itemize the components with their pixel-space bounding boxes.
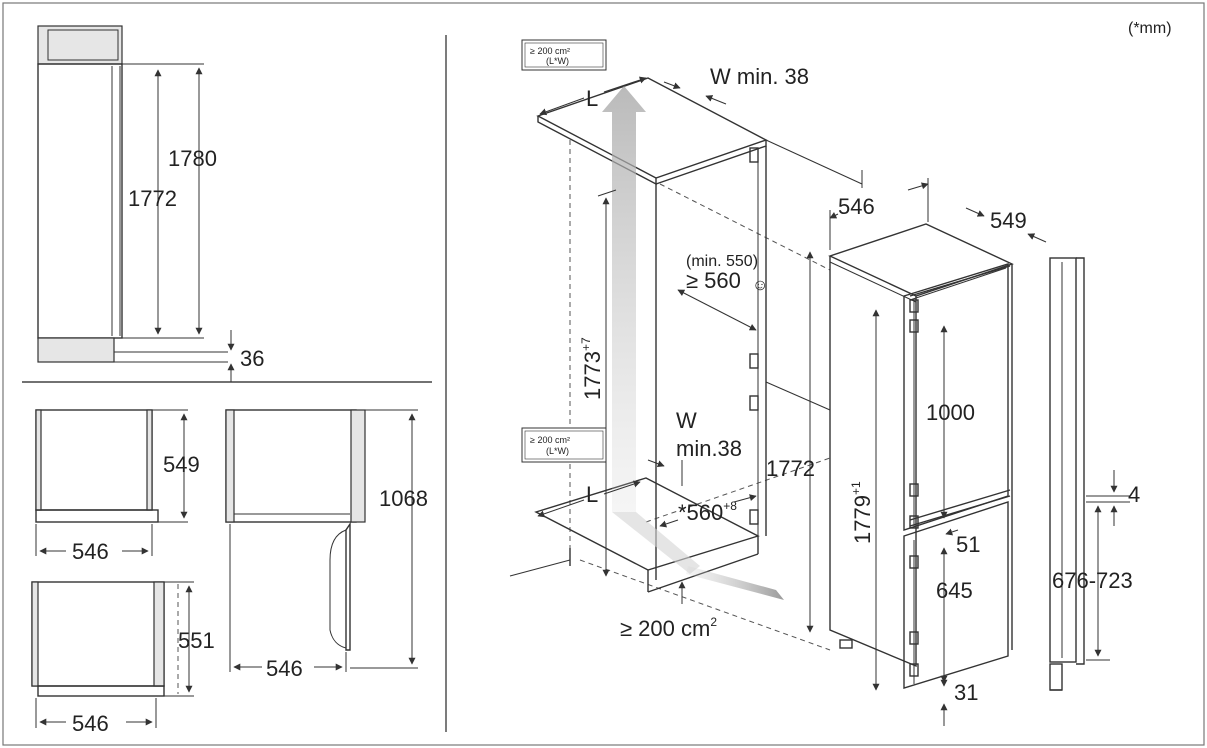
vent-floor: ≥ 200 cm2 — [620, 615, 717, 641]
door-top-gap: 4 — [1128, 482, 1140, 507]
niche-depth: ≥ 560 — [686, 268, 741, 293]
vent-label-top — [521, 39, 607, 71]
top-b-depth: 1068 — [379, 486, 428, 511]
vent-bottom-line2: (L*W) — [546, 446, 569, 456]
side-height-outer: 1780 — [168, 146, 217, 171]
side-plinth: 36 — [240, 346, 264, 371]
w-min-bottom-w: W — [676, 408, 697, 433]
top-c-width: 546 — [72, 711, 109, 736]
vent-label-bottom — [521, 427, 607, 463]
w-min-bottom-val: min.38 — [676, 436, 742, 461]
vent-top-line2: (L*W) — [546, 56, 569, 66]
gap: 51 — [956, 532, 980, 557]
smiley-icon: ☺ — [752, 277, 768, 294]
door-range: 676-723 — [1052, 568, 1133, 593]
bottom-gap: 31 — [954, 680, 978, 705]
side-view: 1780 1772 36 — [37, 25, 264, 382]
niche-height: 1773+7 — [579, 337, 605, 400]
side-height-inner: 1772 — [128, 186, 177, 211]
top-b-width: 546 — [266, 656, 303, 681]
appliance-depth: 549 — [990, 208, 1027, 233]
appliance-perspective: 546 549 1779+1 1000 51 645 31 — [828, 178, 1047, 726]
lower-door: 645 — [936, 578, 973, 603]
airflow-in-arrow — [686, 566, 784, 600]
niche-depth-min: (min. 550) — [686, 253, 758, 270]
L-top: L — [586, 86, 598, 111]
w-min-top: W min. 38 — [710, 64, 809, 89]
niche-perspective: ≥ 200 cm² (L*W) L W min. 38 1773+7 (min.… — [509, 39, 863, 651]
appliance-height: 1779+1 — [849, 481, 875, 544]
top-c-depth: 551 — [178, 628, 215, 653]
unit-note: (*mm) — [1128, 20, 1172, 37]
door-profile: 4 676-723 — [1049, 257, 1140, 691]
top-view-b: 1068 546 — [225, 409, 428, 681]
top-a-width: 546 — [72, 539, 109, 564]
L-bottom: L — [586, 482, 598, 507]
niche-width: *560+8 — [678, 499, 737, 525]
appliance-width: 546 — [838, 194, 875, 219]
top-view-c: 551 546 — [31, 581, 215, 736]
vent-bottom-line1: ≥ 200 cm² — [530, 435, 570, 445]
airflow-up-arrow — [602, 86, 646, 512]
niche-height-2: 1772 — [766, 456, 815, 481]
top-view-a: 549 546 — [35, 409, 200, 564]
vent-top-line1: ≥ 200 cm² — [530, 46, 570, 56]
upper-door: 1000 — [926, 400, 975, 425]
top-a-depth: 549 — [163, 452, 200, 477]
